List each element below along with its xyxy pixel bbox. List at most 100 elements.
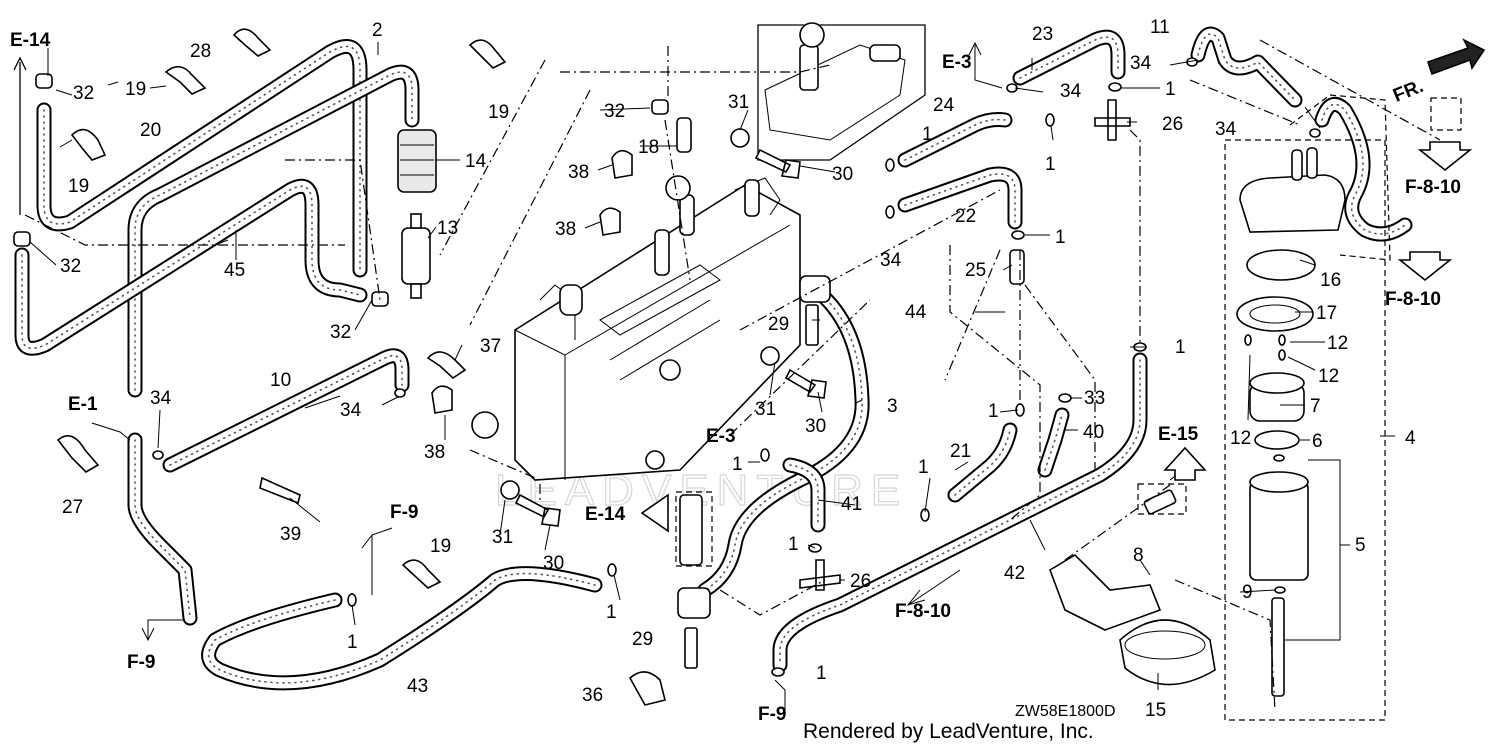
callout-c33[interactable]: 33 bbox=[1084, 388, 1105, 409]
bolt-29-top[interactable] bbox=[805, 304, 819, 346]
callout-c12b[interactable]: 12 bbox=[1318, 366, 1339, 387]
ref-f810-bottom[interactable]: F-8-10 bbox=[895, 601, 951, 622]
callout-c32d[interactable]: 32 bbox=[604, 101, 625, 122]
callout-c7[interactable]: 7 bbox=[1310, 396, 1321, 417]
callout-c23[interactable]: 23 bbox=[1032, 24, 1053, 45]
callout-c1g[interactable]: 1 bbox=[918, 457, 929, 478]
clip-37[interactable] bbox=[426, 351, 467, 380]
ref-f9-left[interactable]: F-9 bbox=[127, 652, 156, 673]
hose-43[interactable] bbox=[201, 566, 603, 691]
callout-c19c[interactable]: 19 bbox=[488, 102, 509, 123]
clamp-32-d[interactable] bbox=[651, 99, 669, 115]
callout-c30a[interactable]: 30 bbox=[832, 164, 853, 185]
pickup-tube[interactable] bbox=[1271, 597, 1285, 697]
callout-c1k[interactable]: 1 bbox=[347, 632, 358, 653]
callout-c31b[interactable]: 31 bbox=[755, 399, 776, 420]
callout-c9[interactable]: 9 bbox=[1242, 582, 1253, 603]
callout-c4[interactable]: 4 bbox=[1405, 428, 1416, 449]
callout-c30b[interactable]: 30 bbox=[805, 416, 826, 437]
gasket-17[interactable] bbox=[1236, 296, 1314, 332]
callout-c1h[interactable]: 1 bbox=[732, 454, 743, 475]
filter-element-5[interactable] bbox=[1249, 471, 1309, 581]
grommet-38-b[interactable] bbox=[599, 207, 621, 236]
callout-c10[interactable]: 10 bbox=[270, 370, 291, 391]
callout-c6[interactable]: 6 bbox=[1312, 431, 1323, 452]
gear-left[interactable] bbox=[471, 411, 499, 439]
callout-c3[interactable]: 3 bbox=[887, 396, 898, 417]
callout-c39[interactable]: 39 bbox=[280, 524, 301, 545]
callout-c32b[interactable]: 32 bbox=[60, 256, 81, 277]
callout-c41[interactable]: 41 bbox=[841, 494, 862, 515]
callout-c34f[interactable]: 34 bbox=[150, 388, 172, 409]
bolt-29-bottom[interactable] bbox=[684, 627, 698, 669]
vapor-separator-assembly[interactable] bbox=[514, 177, 801, 481]
callout-c31c[interactable]: 31 bbox=[492, 527, 513, 548]
joint-25[interactable] bbox=[1009, 249, 1025, 285]
ref-e15[interactable]: E-15 bbox=[1158, 424, 1199, 445]
valve-18[interactable] bbox=[676, 117, 692, 153]
grommet-38-c[interactable] bbox=[431, 385, 453, 414]
callout-c38a[interactable]: 38 bbox=[568, 162, 589, 183]
callout-c28[interactable]: 28 bbox=[190, 41, 211, 62]
callout-c26b[interactable]: 26 bbox=[850, 571, 871, 592]
ref-f9-bottom[interactable]: F-9 bbox=[758, 704, 787, 725]
grommet-38-a[interactable] bbox=[611, 149, 633, 179]
callout-c31a[interactable]: 31 bbox=[728, 92, 749, 113]
callout-c34d[interactable]: 34 bbox=[880, 250, 902, 271]
ref-f9-mid[interactable]: F-9 bbox=[390, 502, 419, 523]
filter-body-7[interactable] bbox=[1249, 372, 1305, 422]
fuel-filter-13[interactable] bbox=[401, 213, 431, 299]
ref-e14-top[interactable]: E-14 bbox=[10, 30, 51, 51]
callout-c1c[interactable]: 1 bbox=[1165, 79, 1176, 100]
ref-e1[interactable]: E-1 bbox=[68, 394, 98, 415]
callout-c5[interactable]: 5 bbox=[1355, 535, 1366, 556]
callout-c27[interactable]: 27 bbox=[62, 497, 83, 518]
callout-c1e[interactable]: 1 bbox=[1175, 337, 1186, 358]
band-15[interactable] bbox=[1119, 619, 1216, 686]
callout-c15[interactable]: 15 bbox=[1145, 700, 1166, 721]
connector-bottom[interactable] bbox=[677, 587, 711, 619]
ring-6[interactable] bbox=[1254, 430, 1300, 450]
valve-stack[interactable] bbox=[679, 494, 703, 566]
callout-c1l[interactable]: 1 bbox=[816, 663, 827, 684]
callout-c24[interactable]: 24 bbox=[933, 95, 955, 116]
fuel-strainer-14[interactable] bbox=[397, 129, 437, 193]
callout-c1a[interactable]: 1 bbox=[922, 124, 933, 145]
callout-c14[interactable]: 14 bbox=[465, 151, 487, 172]
callout-c1j[interactable]: 1 bbox=[606, 602, 617, 623]
callout-c12a[interactable]: 12 bbox=[1327, 333, 1348, 354]
callout-c1i[interactable]: 1 bbox=[788, 534, 799, 555]
callout-c1d[interactable]: 1 bbox=[1055, 227, 1066, 248]
callout-c37[interactable]: 37 bbox=[480, 336, 501, 357]
callout-c38b[interactable]: 38 bbox=[555, 219, 576, 240]
washer-31-bottom[interactable] bbox=[500, 480, 520, 500]
callout-c1f[interactable]: 1 bbox=[988, 401, 999, 422]
callout-c45[interactable]: 45 bbox=[224, 260, 245, 281]
clip-19-a[interactable] bbox=[164, 65, 207, 95]
clip-19-b[interactable] bbox=[70, 128, 107, 161]
callout-c18[interactable]: 18 bbox=[638, 137, 659, 158]
callout-c22[interactable]: 22 bbox=[955, 206, 976, 227]
callout-c1b[interactable]: 1 bbox=[1045, 154, 1056, 175]
o-ring-16[interactable] bbox=[1246, 249, 1316, 281]
clamp-32-a[interactable] bbox=[35, 73, 53, 89]
callout-c38c[interactable]: 38 bbox=[424, 442, 445, 463]
joint-26-bottom[interactable] bbox=[799, 559, 841, 591]
washer-31-mid[interactable] bbox=[760, 346, 780, 366]
callout-c12c[interactable]: 12 bbox=[1230, 428, 1251, 449]
ref-f810-top[interactable]: F-8-10 bbox=[1405, 177, 1461, 198]
bolt-e15[interactable] bbox=[1143, 489, 1177, 515]
ref-e3-mid[interactable]: E-3 bbox=[706, 426, 736, 447]
callout-c36[interactable]: 36 bbox=[582, 685, 603, 706]
clip-27[interactable] bbox=[56, 434, 100, 474]
joint-26-top[interactable] bbox=[1094, 99, 1131, 141]
clip-28[interactable] bbox=[232, 28, 272, 57]
callout-c17[interactable]: 17 bbox=[1316, 303, 1337, 324]
callout-c19d[interactable]: 19 bbox=[430, 536, 451, 557]
clamp-32-b[interactable] bbox=[13, 231, 31, 247]
callout-c19b[interactable]: 19 bbox=[68, 176, 89, 197]
callout-c21[interactable]: 21 bbox=[950, 441, 971, 462]
ref-e14-mid[interactable]: E-14 bbox=[585, 504, 626, 525]
callout-c30c[interactable]: 30 bbox=[543, 553, 564, 574]
filter-cap[interactable] bbox=[1239, 174, 1346, 233]
